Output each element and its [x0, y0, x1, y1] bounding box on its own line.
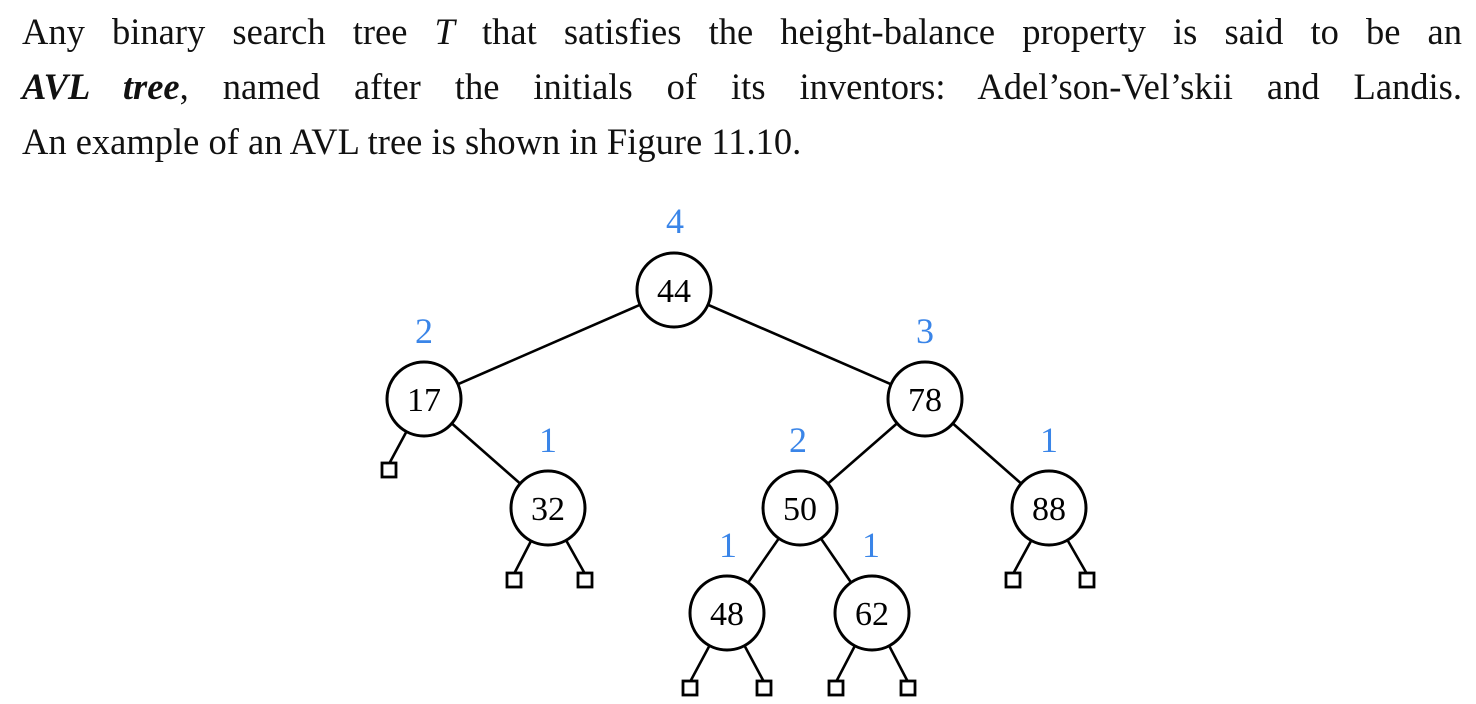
- tree-node-88: 88 1: [1010, 420, 1088, 547]
- external-leaf-node: [380, 461, 398, 479]
- tree-node-78: 78 3: [886, 311, 964, 438]
- tree-node-62: 62 1: [833, 525, 911, 652]
- node-circle: [1010, 469, 1088, 547]
- node-circle: [635, 251, 713, 329]
- node-key-label: 48: [710, 596, 744, 633]
- node-key-label: 62: [855, 596, 889, 633]
- node-circle: [509, 469, 587, 547]
- tree-node-50: 50 2: [761, 420, 839, 547]
- external-leaf-node: [1004, 571, 1022, 589]
- external-leaf-node: [755, 679, 773, 697]
- node-height-label: 1: [719, 525, 737, 565]
- node-height-label: 3: [916, 311, 934, 351]
- paragraph-line-3: An example of an AVL tree is shown in Fi…: [22, 114, 1462, 169]
- paragraph-line-1: Any binary search tree T that satisfies …: [22, 4, 1462, 59]
- external-leaf-node: [576, 571, 594, 589]
- tree-node-32: 32 1: [509, 420, 587, 547]
- node-key-label: 17: [407, 382, 441, 419]
- node-circle: [385, 360, 463, 438]
- edge-44-78: [673, 288, 926, 401]
- tree-node-48: 48 1: [688, 525, 766, 652]
- node-circle: [761, 469, 839, 547]
- node-height-label: 1: [539, 420, 557, 460]
- node-key-label: 50: [783, 491, 817, 528]
- node-circle: [833, 574, 911, 652]
- node-key-label: 88: [1032, 491, 1066, 528]
- variable-t: T: [434, 11, 455, 52]
- node-height-label: 2: [789, 420, 807, 460]
- node-key-label: 78: [908, 382, 942, 419]
- tree-node-44: 44 4: [635, 201, 713, 329]
- paragraph-line-2: AVL tree, named after the initials of it…: [22, 59, 1462, 114]
- line1-text-b: that satisfies the height-balance proper…: [454, 11, 1463, 52]
- line1-text-a: Any binary search tree: [22, 11, 435, 52]
- external-leaf-node: [505, 571, 523, 589]
- external-leaf-node: [681, 679, 699, 697]
- node-circle: [688, 574, 766, 652]
- external-leaf-node: [827, 679, 845, 697]
- tree-node-17: 17 2: [385, 311, 463, 438]
- edge-44-17: [423, 288, 675, 401]
- external-leaf-node: [1078, 571, 1096, 589]
- line2-text-b: , named after the initials of its invent…: [179, 66, 1462, 107]
- node-height-label: 2: [415, 311, 433, 351]
- node-height-label: 1: [862, 525, 880, 565]
- paragraph-text: Any binary search tree T that satisfies …: [22, 4, 1462, 169]
- line3-text: An example of an AVL tree is shown in Fi…: [22, 121, 802, 162]
- external-leaf-node: [899, 679, 917, 697]
- term-avl-tree: AVL tree: [22, 66, 180, 107]
- node-height-label: 1: [1040, 420, 1058, 460]
- node-key-label: 32: [531, 491, 565, 528]
- node-circle: [886, 360, 964, 438]
- node-key-label: 44: [657, 273, 691, 310]
- node-height-label: 4: [666, 201, 684, 241]
